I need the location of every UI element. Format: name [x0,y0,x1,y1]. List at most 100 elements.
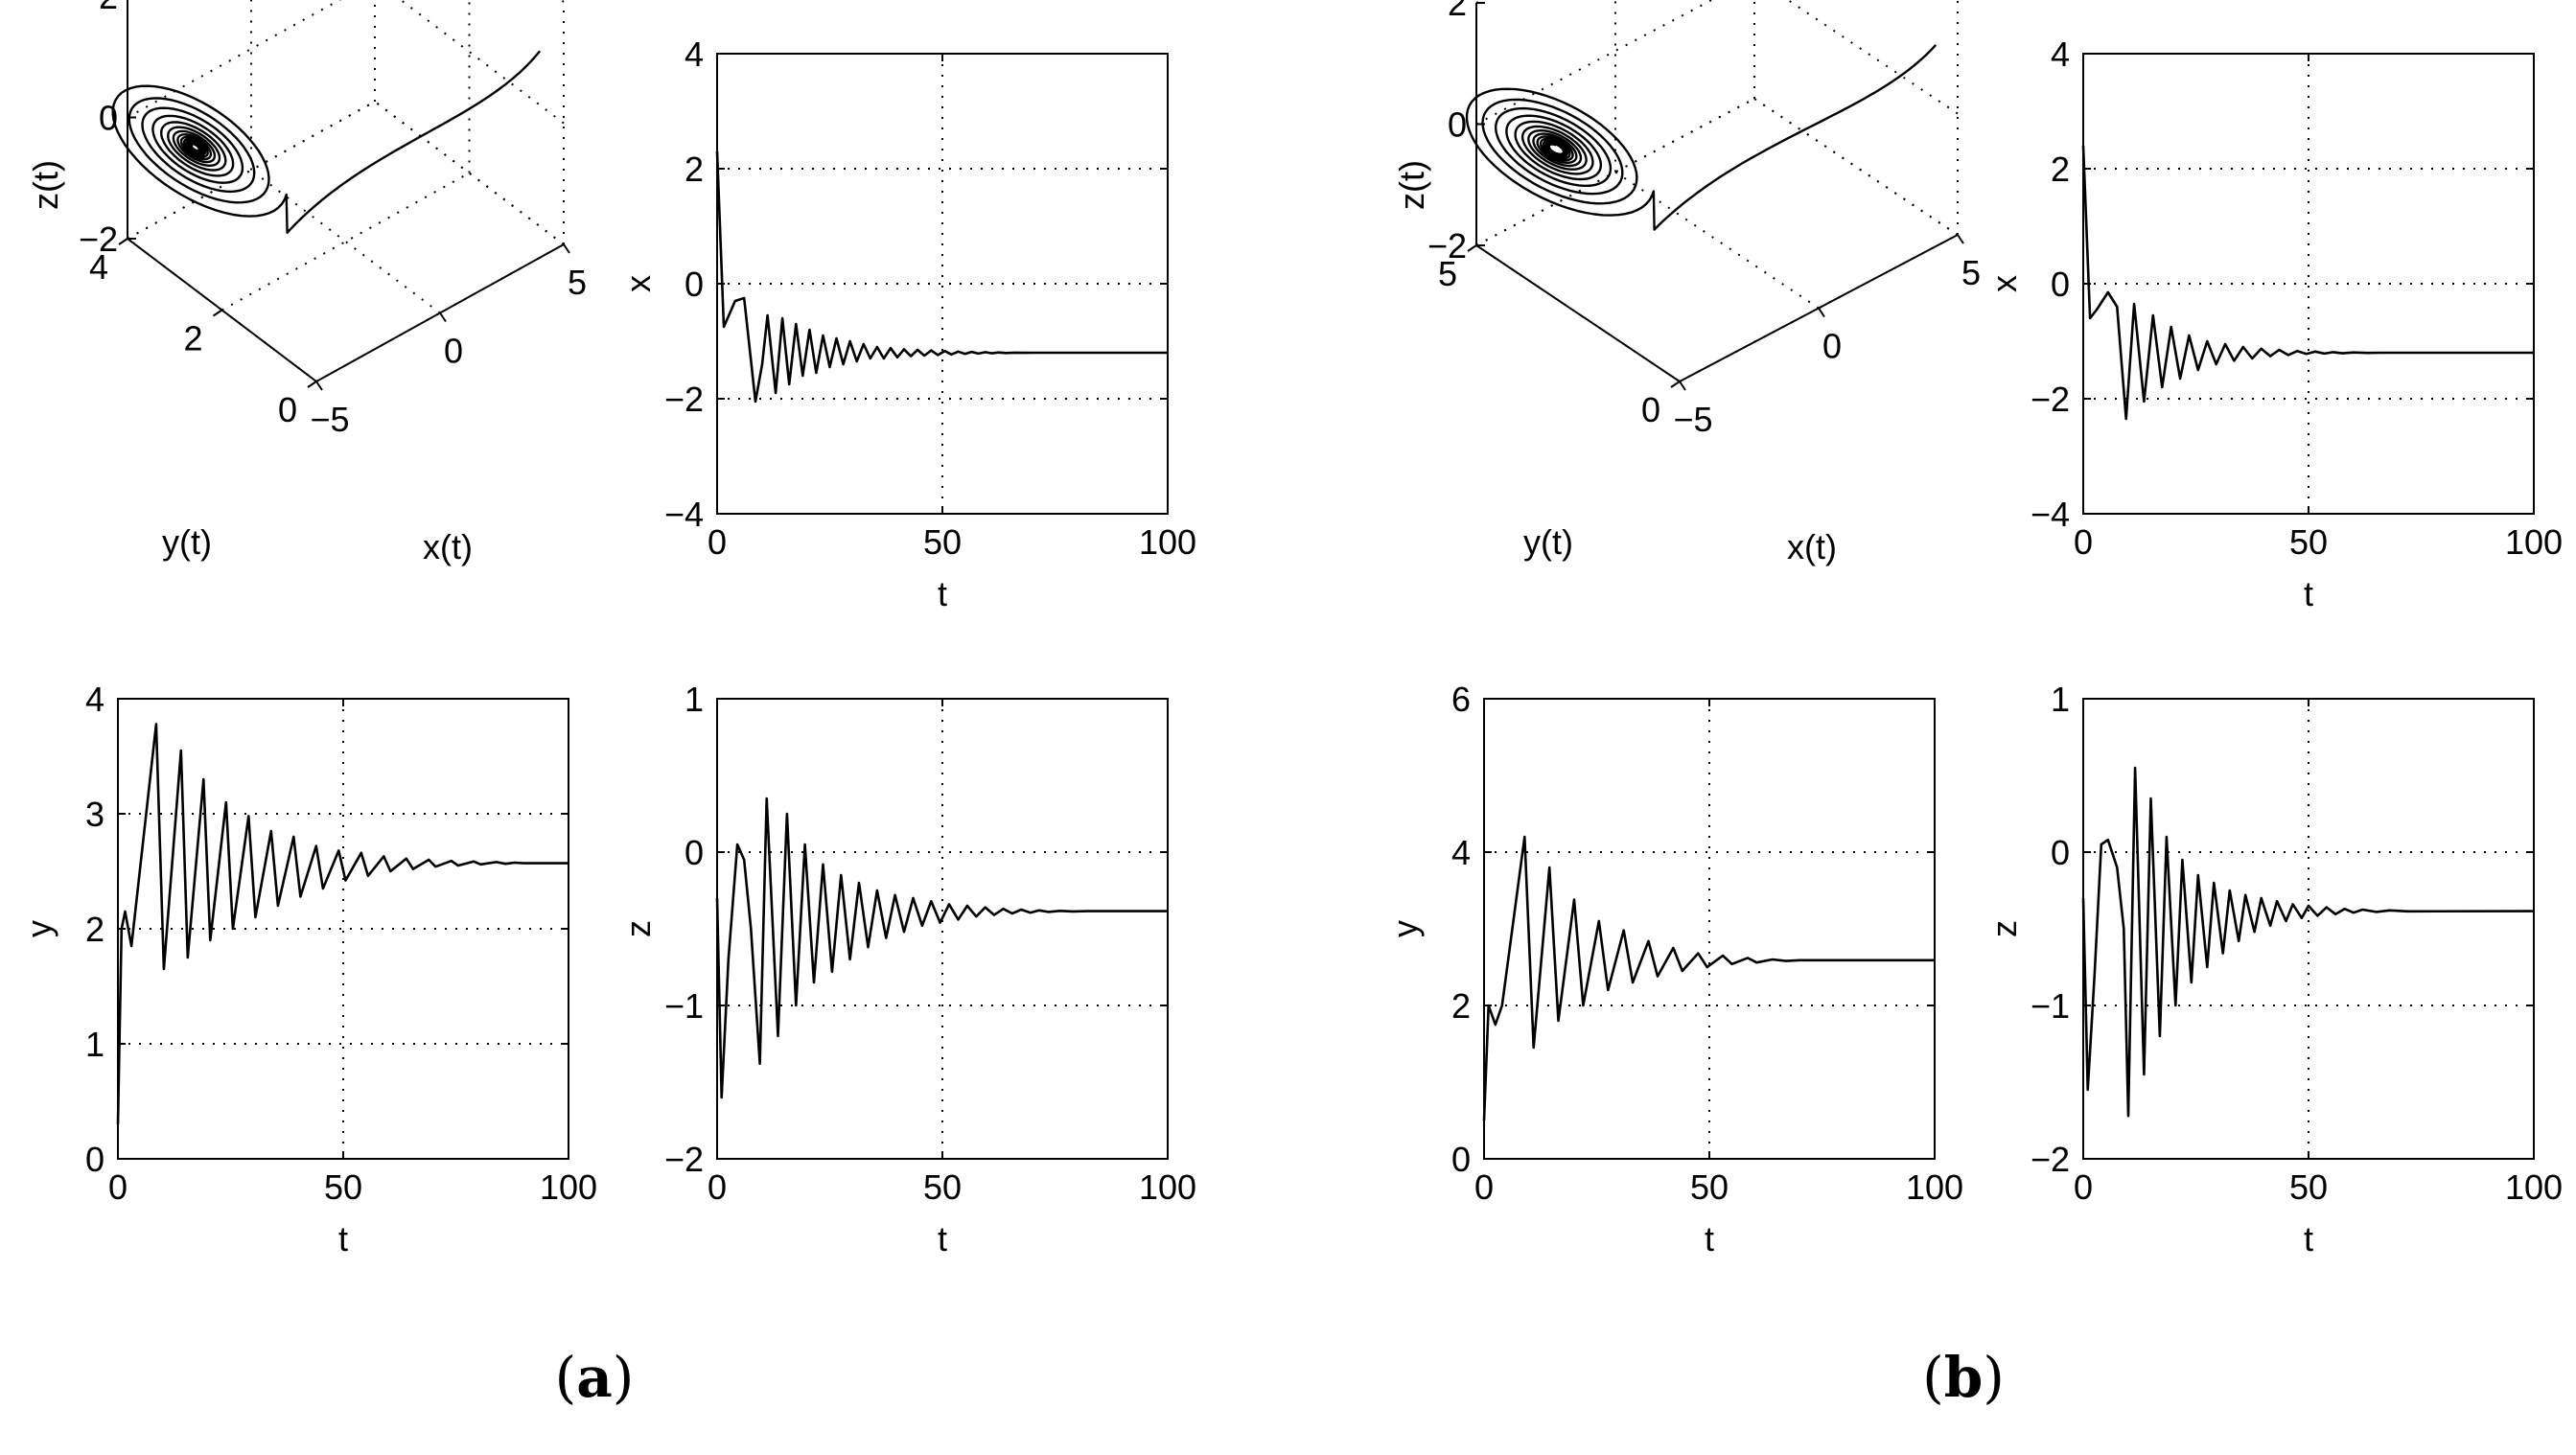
x-axis-label: x(t) [1787,527,1837,566]
z-tick-label: 2 [99,0,118,16]
x-axis-label: t [938,574,947,613]
x-axis-label: t [2304,574,2313,613]
x-tick-mark [1957,234,1964,244]
y-tick-label: 6 [1451,680,1471,719]
y-tick-label: 0 [85,1140,104,1179]
y-tick-label: −2 [664,380,704,419]
x-axis-label: x(t) [423,527,473,566]
y-tick-label: −2 [664,1140,704,1179]
y-tick-mark [1670,381,1681,388]
x-tick-label: 100 [2505,1167,2563,1207]
y-axis-3d [1475,244,1681,382]
x-tick-label: 0 [108,1167,128,1207]
panel-label-a: (a) [555,1345,635,1410]
y-tick-label: 0 [685,833,704,872]
y-tick-label: 3 [85,795,104,834]
y-tick-mark [118,238,128,245]
z-axis-label: z(t) [1392,160,1431,210]
grid-line-3d [1786,0,1959,115]
y-tick-label: 0 [1451,1140,1471,1179]
y-tick-label: 2 [85,910,104,949]
x-tick-label: 0 [708,522,727,562]
z-axis-label: z(t) [26,160,65,210]
y-tick-label: 4 [2051,35,2070,74]
x-tick-mark [1679,381,1686,391]
grid-line-3d [1753,98,1959,236]
y-axis-label: x [618,275,658,292]
grid-line-3d [1614,171,1820,310]
x-tick-label: 0 [708,1167,727,1207]
subplot-a-1: 0 50 100 −4 −2 0 2 4 t x [618,35,1196,613]
y-axis-label: y(t) [162,522,212,562]
grid-line-3d [221,172,470,312]
x-tick-label: −5 [1673,400,1712,439]
y-tick-label: 1 [685,680,704,719]
x-tick-label: 50 [923,1167,962,1207]
y-tick-label: −4 [664,495,704,534]
x-tick-label: 0 [1474,1167,1494,1207]
x-tick-label: 50 [2289,522,2328,562]
grid-line-3d [250,169,441,314]
y-tick-label: 1 [85,1025,104,1064]
x-axis-label: t [338,1219,348,1259]
y-axis-label: y(t) [1523,522,1573,562]
x-tick-label: 50 [324,1167,362,1207]
x-tick-label: 0 [444,332,463,371]
x-tick-mark [315,381,323,391]
x-axis-label: t [938,1219,947,1259]
y-axis-label: y [1385,920,1425,937]
y-tick-label: 0 [2051,265,2070,304]
y-tick-mark [307,381,317,388]
y-tick-label: 2 [183,319,202,358]
x-tick-label: 100 [1906,1167,1963,1207]
x-tick-label: 0 [1822,327,1842,366]
series-line [2081,766,2535,1118]
y-axis-label: y [19,920,58,937]
x-tick-label: 0 [2074,522,2093,562]
x-tick-label: 100 [540,1167,597,1207]
y-tick-label: 0 [2051,833,2070,872]
y-tick-label: −1 [664,986,704,1026]
x-tick-label: 50 [923,522,962,562]
y-tick-mark [212,309,223,317]
y-tick-label: 1 [2051,680,2070,719]
x-tick-label: 5 [568,263,587,302]
x-tick-mark [563,243,570,254]
y-tick-label: 4 [1451,833,1471,872]
y-tick-label: 2 [2051,150,2070,189]
y-tick-label: 0 [278,390,297,429]
y-tick-label: −4 [2031,495,2070,534]
x-tick-label: 50 [1690,1167,1729,1207]
y-tick-label: 0 [685,265,704,304]
z-tick-label: −2 [79,219,118,259]
series-line [116,723,569,1125]
grid-line-3d [399,0,565,125]
y-tick-mark [1467,244,1477,252]
x-tick-label: 5 [1961,253,1981,292]
series-line [1482,835,1935,1121]
y-axis-label: z [1984,920,2024,937]
y-tick-label: 2 [1451,986,1471,1026]
x-tick-mark [439,312,447,323]
y-tick-label: 4 [685,35,704,74]
y-tick-label: 4 [85,680,104,719]
y-tick-label: −2 [2031,380,2070,419]
y-axis-label: z [618,920,658,937]
y-tick-label: −1 [2031,986,2070,1026]
series-line [715,797,1168,1099]
y-tick-label: 5 [1438,254,1457,293]
x-tick-label: −5 [310,400,349,439]
trajectory-line [111,50,542,234]
y-tick-label: 4 [89,247,108,287]
y-tick-label: 0 [1641,390,1660,429]
y-tick-label: 2 [685,150,704,189]
x-tick-label: 100 [1139,522,1196,562]
subplot-a-2: 0 50 100 0 1 2 3 4 t y [19,680,597,1259]
